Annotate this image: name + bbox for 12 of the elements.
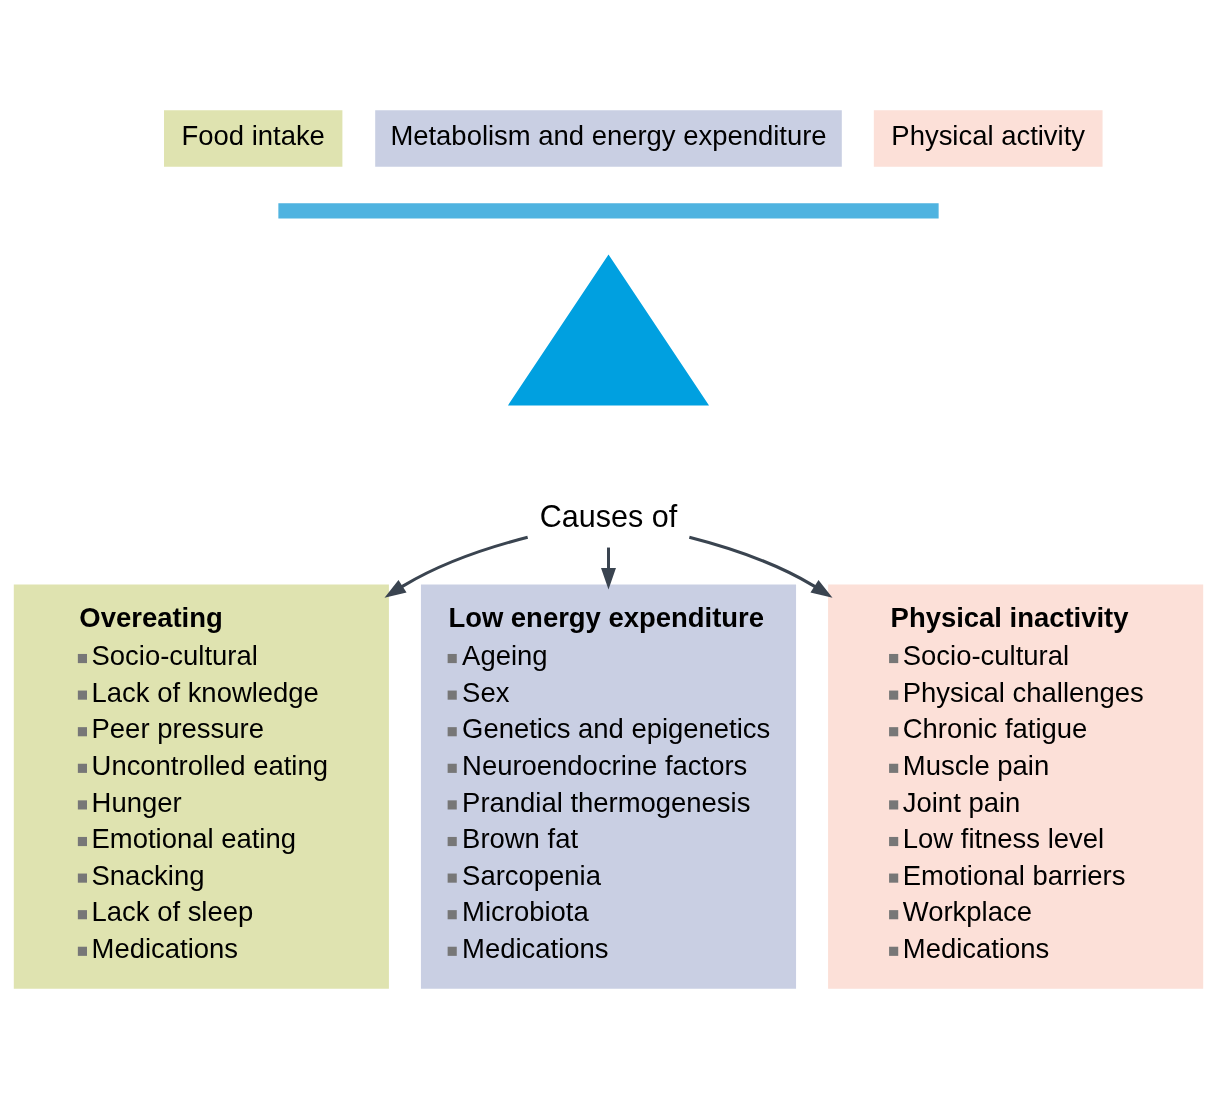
arrow (384, 535, 529, 598)
node-triangle (507, 254, 710, 406)
arrow (601, 547, 616, 590)
node-box: Physical activity (873, 110, 1103, 167)
node-box: Overeating Socio-cultural Lack of knowledge Peer pressure Uncontrolled eating Hunger Emotional eating Snacking Lack of sleep Medications (13, 584, 389, 989)
node-bar (278, 203, 939, 219)
node-box: Low energy expenditure Ageing Sex Genetics and epigenetics Neuroendocrine factors Prandial thermogenesis Brown fat Sarcopenia Microbiota Medications (420, 584, 797, 989)
node-box: Food intake (164, 110, 343, 167)
node-text: Causes of (539, 499, 678, 534)
arrow (688, 535, 833, 598)
node-box: Physical inactivity Socio-cultural Physical challenges Chronic fatigue Muscle pain Joint pain Low fitness level Emotional barriers Workplace Medications (828, 584, 1204, 989)
node-box: Metabolism and energy expenditure (375, 110, 842, 167)
